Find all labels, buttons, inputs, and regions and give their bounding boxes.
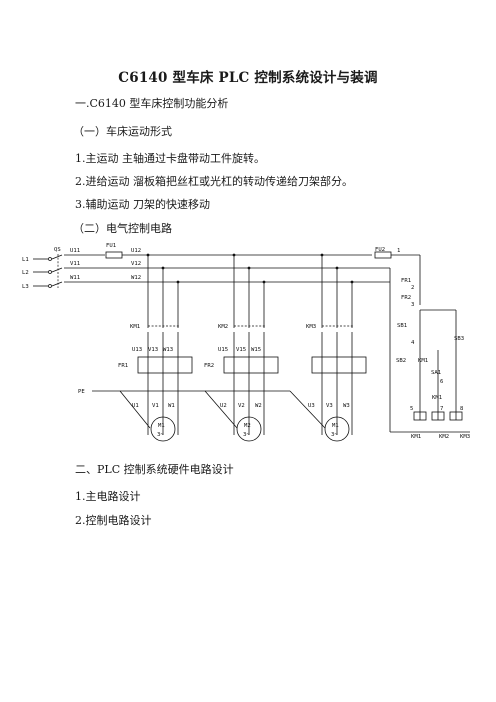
subsection-motion-forms: （一）车床运动形式 [73, 125, 172, 138]
svg-text:FR2: FR2 [401, 295, 411, 301]
svg-text:V13: V13 [148, 347, 158, 353]
svg-text:SB2: SB2 [396, 358, 406, 364]
svg-text:U13: U13 [132, 347, 142, 353]
svg-text:M1: M1 [158, 423, 165, 429]
svg-text:U12: U12 [131, 248, 141, 254]
svg-text:FR1: FR1 [401, 278, 411, 284]
section2-heading: 二、PLC 控制系统硬件电路设计 [75, 463, 234, 476]
svg-text:U15: U15 [218, 347, 228, 353]
label-QS: QS [54, 247, 61, 253]
svg-text:KM1: KM1 [432, 395, 442, 401]
svg-text:KM3: KM3 [460, 434, 470, 440]
svg-text:V2: V2 [238, 403, 245, 409]
motor-branch-3: KM3 U3 V3 W3 M1 3~ [306, 253, 367, 442]
svg-text:7: 7 [440, 406, 443, 412]
item-main-circuit-design: 1.主电路设计 [75, 490, 141, 503]
control-circuit: FR1 2 FR2 3 SB1 SB3 4 SB2 KM1 SA1 6 KM1 … [390, 255, 470, 440]
svg-text:KM1: KM1 [130, 324, 140, 330]
item-feed-motion: 2.进给运动 溜板箱把丝杠或光杠的转动传递给刀架部分。 [75, 175, 353, 188]
svg-text:W12: W12 [131, 275, 141, 281]
svg-text:4: 4 [411, 340, 415, 346]
svg-text:KM2: KM2 [439, 434, 449, 440]
svg-text:3: 3 [411, 302, 414, 308]
svg-text:SA1: SA1 [431, 370, 441, 376]
svg-text:W11: W11 [70, 275, 80, 281]
document-title: C6140 型车床 PLC 控制系统设计与装调 [118, 70, 378, 86]
svg-text:V15: V15 [236, 347, 246, 353]
svg-text:W1: W1 [168, 403, 175, 409]
label-FU1: FU1 [106, 243, 116, 249]
svg-text:1: 1 [397, 248, 400, 254]
item-main-motion: 1.主运动 主轴通过卡盘带动工件旋转。 [75, 152, 265, 165]
item-aux-motion: 3.辅助运动 刀架的快速移动 [75, 198, 210, 211]
svg-text:U3: U3 [308, 403, 315, 409]
svg-text:KM3: KM3 [306, 324, 316, 330]
svg-text:KM1: KM1 [411, 434, 421, 440]
svg-text:V3: V3 [326, 403, 333, 409]
svg-text:M1: M1 [332, 423, 339, 429]
svg-text:8: 8 [460, 406, 464, 412]
svg-text:U11: U11 [70, 248, 80, 254]
svg-text:W3: W3 [343, 403, 350, 409]
svg-text:SB3: SB3 [454, 336, 464, 342]
item-control-circuit-design: 2.控制电路设计 [75, 514, 152, 527]
svg-text:M2: M2 [244, 423, 251, 429]
svg-text:3~: 3~ [331, 432, 338, 438]
label-L2: L2 [22, 270, 29, 276]
svg-text:FR2: FR2 [204, 363, 214, 369]
svg-text:V12: V12 [131, 261, 141, 267]
svg-text:W2: W2 [255, 403, 262, 409]
svg-text:U1: U1 [132, 403, 139, 409]
svg-text:W13: W13 [163, 347, 173, 353]
svg-text:U2: U2 [220, 403, 227, 409]
label-FU2: FU2 [375, 247, 385, 253]
subsection-control-circuit: （二）电气控制电路 [73, 222, 172, 235]
svg-text:FR1: FR1 [118, 363, 128, 369]
svg-text:6: 6 [440, 379, 443, 385]
electrical-schematic: L1 L2 L3 QS U11 V11 W11 FU1 U12 V12 W12 … [22, 243, 470, 442]
section1-heading: 一.C6140 型车床控制功能分析 [75, 97, 229, 110]
motor-branch-1: KM1 U13 V13 W13 FR1 U1 V1 W1 M1 3~ [118, 253, 193, 442]
svg-text:V11: V11 [70, 261, 80, 267]
label-PE: PE [78, 389, 85, 395]
svg-text:SB1: SB1 [397, 323, 407, 329]
svg-text:5: 5 [410, 406, 413, 412]
svg-text:3~: 3~ [243, 432, 250, 438]
motor-branch-2: KM2 U15 V15 W15 FR2 U2 V2 W2 M2 3~ [204, 253, 279, 442]
svg-text:W15: W15 [251, 347, 261, 353]
label-L3: L3 [22, 284, 29, 290]
label-L1: L1 [22, 257, 29, 263]
svg-text:2: 2 [411, 285, 414, 291]
svg-text:3~: 3~ [157, 432, 164, 438]
svg-text:KM1: KM1 [418, 358, 428, 364]
svg-text:KM2: KM2 [218, 324, 228, 330]
svg-text:V1: V1 [152, 403, 159, 409]
